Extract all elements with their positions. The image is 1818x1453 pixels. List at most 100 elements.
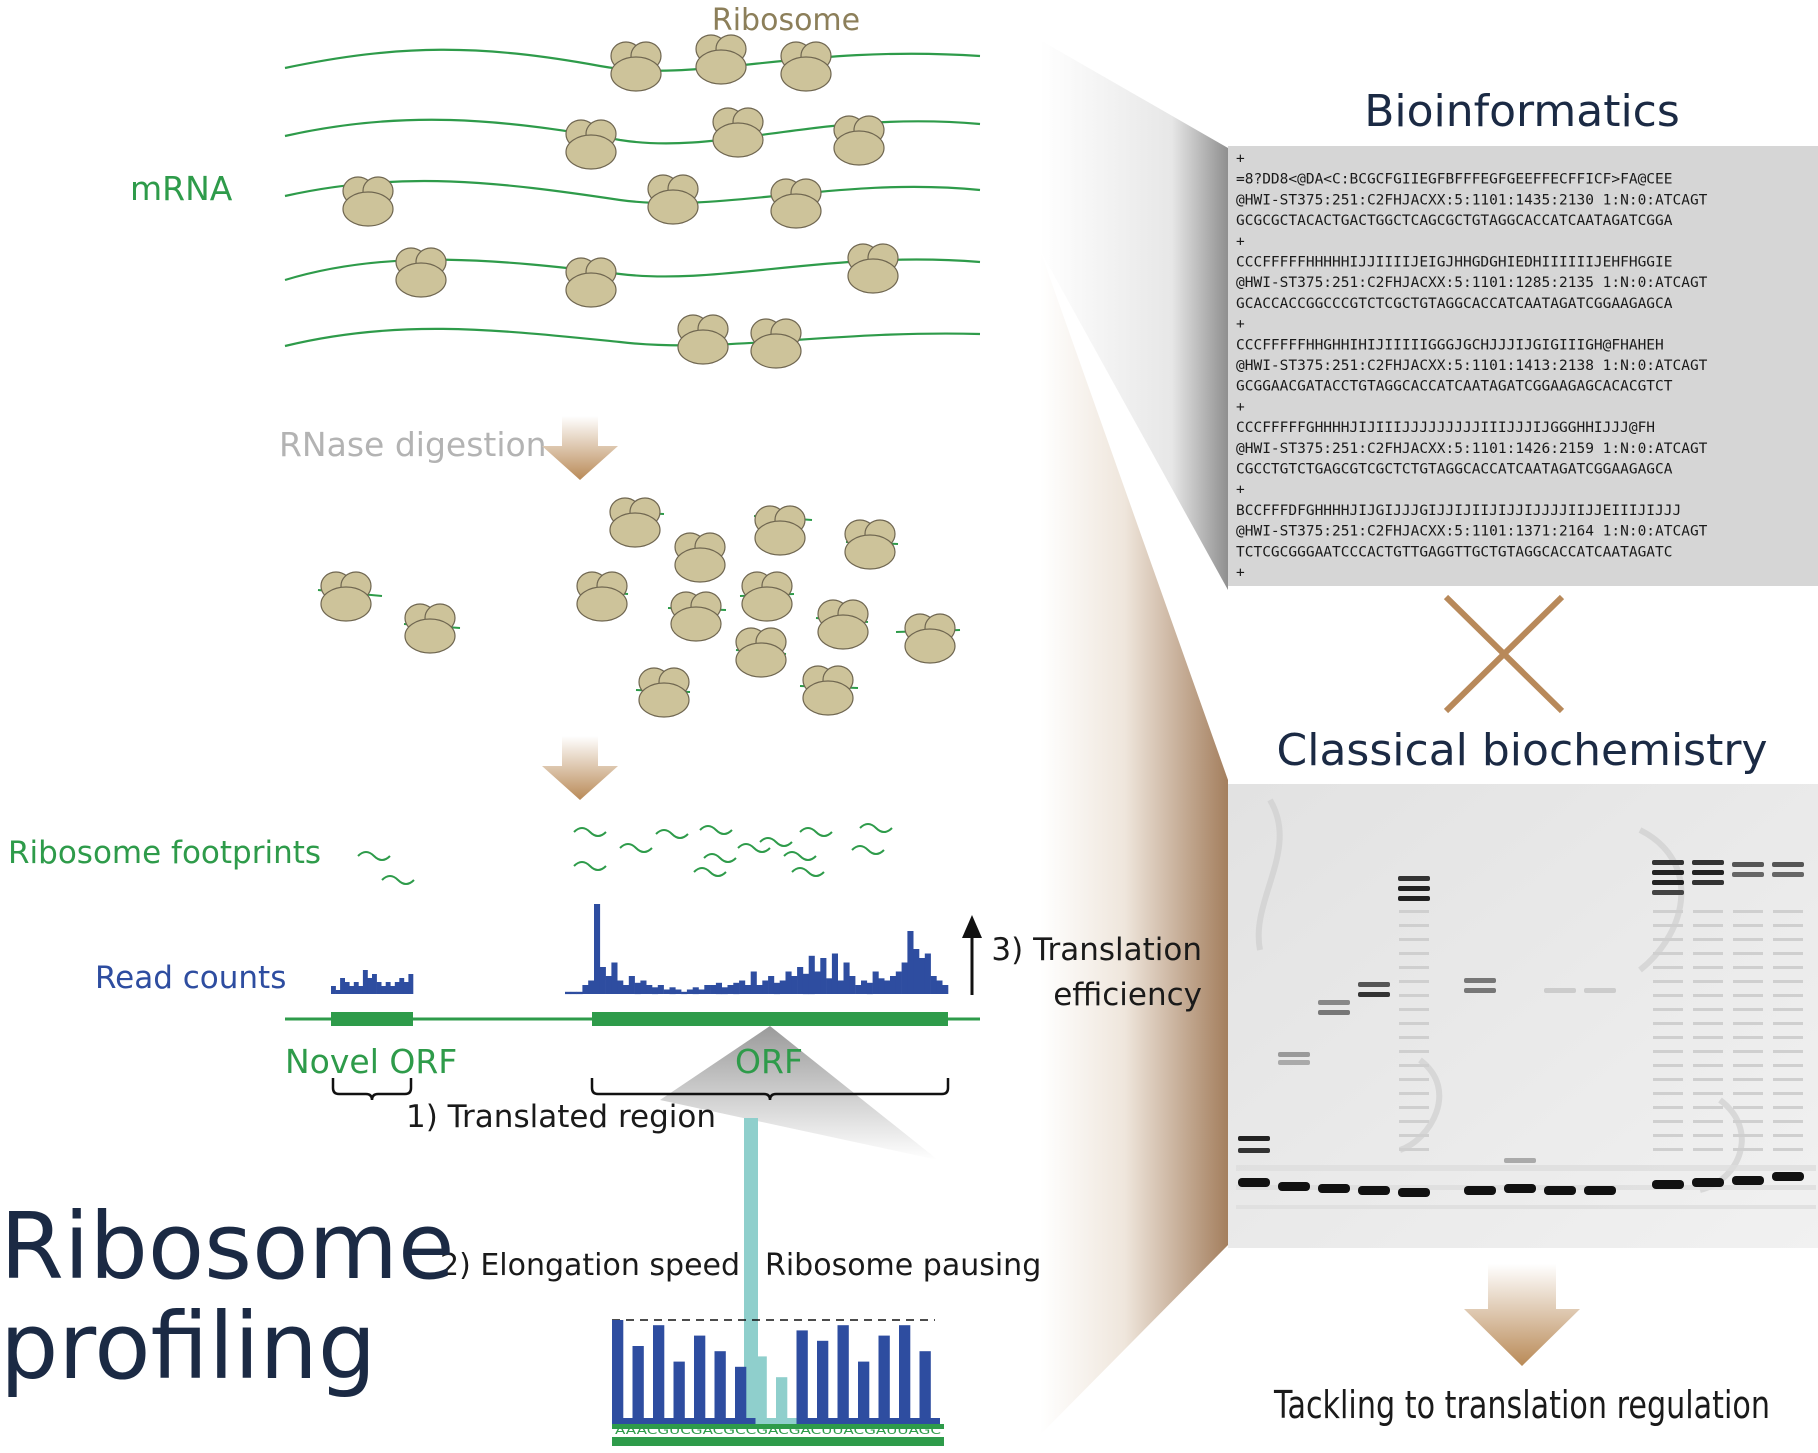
- codon-bar: [673, 1361, 685, 1424]
- codon-bar-base: [878, 1418, 899, 1424]
- read-count-bar: [936, 980, 943, 994]
- codon-bar-base: [612, 1418, 633, 1424]
- gel-smear: [1733, 1148, 1763, 1151]
- ribosome-icon: [670, 591, 722, 642]
- gel-smear: [1773, 924, 1803, 927]
- codon-bar-base: [653, 1418, 674, 1424]
- ribosome-footprints-label: Ribosome footprints: [8, 835, 321, 871]
- ribosome-icon: [741, 571, 793, 622]
- gel-smear: [1653, 1078, 1683, 1081]
- translation-efficiency-label-line1: 3) Translation: [991, 932, 1202, 968]
- gel-band: [1732, 862, 1764, 867]
- mrna-strand: [284, 327, 981, 348]
- read-count-bar: [750, 971, 757, 994]
- gel-smear: [1399, 1022, 1429, 1025]
- read-count-bar: [924, 953, 931, 994]
- gel-band: [1278, 1182, 1310, 1191]
- codon-bar-base: [673, 1418, 694, 1424]
- read-count-bar: [942, 985, 949, 994]
- read-count-bar: [652, 987, 659, 995]
- gel-smear: [1733, 1078, 1763, 1081]
- down-arrow-icon: [542, 416, 618, 480]
- gel-smear: [1733, 1092, 1763, 1095]
- fastq-panel: [1228, 146, 1818, 586]
- read-count-bar: [739, 980, 746, 994]
- ribosome-icon: [802, 665, 854, 716]
- gel-smear: [1653, 938, 1683, 941]
- gel-smear: [1693, 1036, 1723, 1039]
- gel-band: [1318, 1000, 1350, 1005]
- gel-smear: [1733, 1064, 1763, 1067]
- read-count-bar: [808, 955, 815, 995]
- gel-smear: [1773, 952, 1803, 955]
- read-count-bar: [785, 971, 792, 994]
- gel-band: [1504, 1184, 1536, 1193]
- gel-smear: [1399, 1078, 1429, 1081]
- footprint-fragment: [737, 843, 771, 853]
- fastq-line: CCCFFFFFHHGHHIHIJIIIIIGGGJGCHJJJIJGIGIII…: [1236, 337, 1664, 353]
- read-count-bar: [744, 985, 751, 994]
- codon-bar-base: [694, 1418, 715, 1424]
- elongation-speed-label: 2) Elongation speed: [440, 1248, 740, 1283]
- gel-smear: [1653, 1134, 1683, 1137]
- gel-smear: [1733, 1022, 1763, 1025]
- gel-smear: [1733, 1106, 1763, 1109]
- read-count-bar: [390, 986, 396, 994]
- read-count-bar: [814, 971, 821, 994]
- ribosome-icon: [712, 107, 764, 158]
- translated-region-brackets: [331, 1078, 950, 1101]
- gel-smear: [1399, 980, 1429, 983]
- read-count-bar: [588, 980, 595, 994]
- read-count-bar: [919, 958, 926, 994]
- read-count-bar: [394, 982, 400, 994]
- ribosome-pausing-label: Ribosome pausing: [765, 1248, 1041, 1283]
- gel-smear: [1693, 924, 1723, 927]
- codon-bar: [899, 1325, 911, 1424]
- read-count-bar: [866, 982, 873, 995]
- gel-band: [1652, 1180, 1684, 1189]
- read-counts-novel-orf: [331, 970, 414, 994]
- gel-band: [1692, 1178, 1724, 1187]
- ribosome-icon: [342, 176, 394, 227]
- read-count-bar: [855, 985, 862, 994]
- read-count-bar: [594, 904, 601, 994]
- gel-smear: [1693, 1106, 1723, 1109]
- codon-bar: [714, 1351, 726, 1424]
- fastq-line: +: [1236, 399, 1245, 415]
- gel-smear: [1693, 938, 1723, 941]
- gel-band: [1584, 988, 1616, 993]
- footprint-fragment: [699, 825, 733, 835]
- gel-smear: [1773, 1050, 1803, 1053]
- gel-smear: [1693, 1078, 1723, 1081]
- codon-bar: [796, 1330, 808, 1424]
- read-count-bar: [756, 985, 763, 994]
- read-count-bar: [331, 986, 336, 994]
- gel-band: [1652, 870, 1684, 875]
- codon-bar: [837, 1325, 849, 1424]
- codon-bar: [755, 1356, 767, 1424]
- up-arrow-icon: [962, 915, 982, 995]
- gel-smear: [1693, 980, 1723, 983]
- translated-region-label: 1) Translated region: [406, 1099, 716, 1135]
- read-count-bar: [353, 982, 359, 994]
- gel-band: [1732, 872, 1764, 877]
- gel-smear: [1773, 1064, 1803, 1067]
- codon-bar: [878, 1335, 890, 1424]
- gel-smear: [1653, 1092, 1683, 1095]
- ribosome-icon: [847, 243, 899, 294]
- footprint-fragment: [759, 837, 793, 847]
- gel-smear: [1399, 938, 1429, 941]
- read-count-bar: [762, 980, 769, 994]
- gel-band: [1544, 1186, 1576, 1195]
- fastq-line: =8?DD8<@DA<C:BCGCFGIIEGFBFFFEGFGEEFFECFF…: [1236, 172, 1673, 188]
- ribosome-icon: [609, 497, 661, 548]
- ribosome-icon: [833, 115, 885, 166]
- fastq-line: +: [1236, 565, 1245, 581]
- gel-smear: [1773, 1148, 1803, 1151]
- gel-smear: [1399, 1092, 1429, 1095]
- read-count-bar: [861, 980, 868, 994]
- read-count-bar: [646, 985, 653, 994]
- footprint-fragments: [357, 823, 893, 885]
- read-count-bar: [837, 980, 844, 994]
